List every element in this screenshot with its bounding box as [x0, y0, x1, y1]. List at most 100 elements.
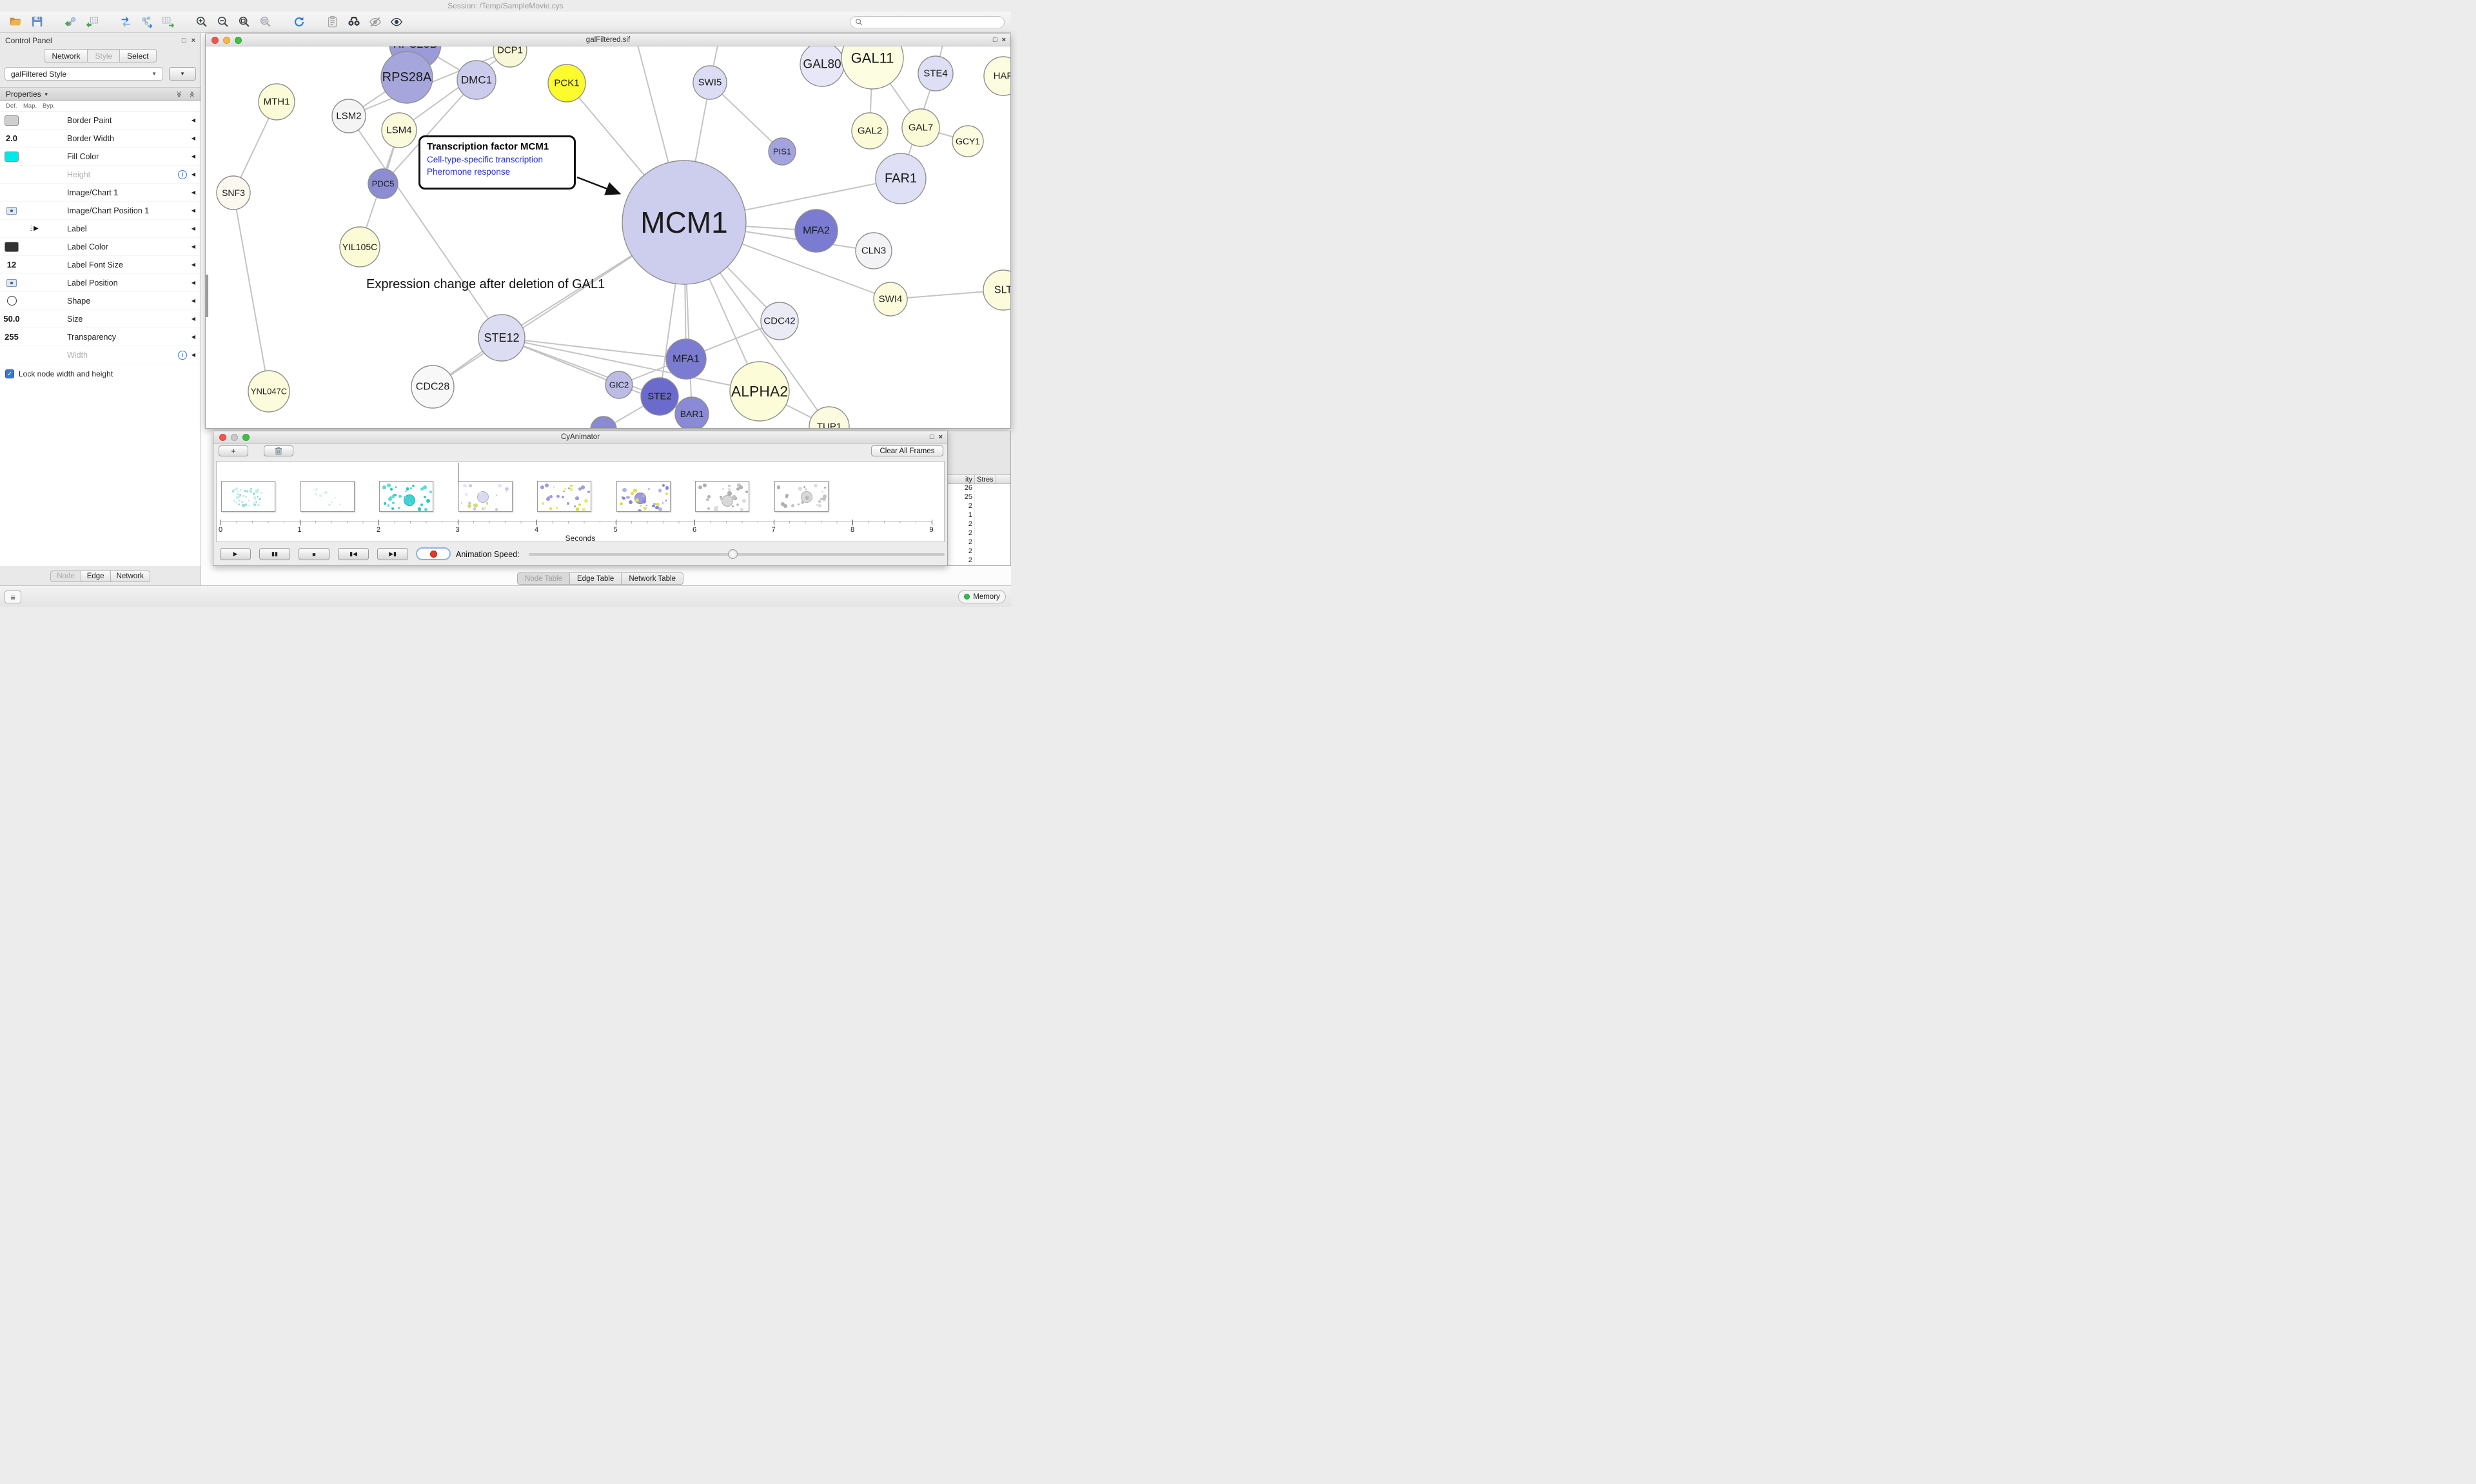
network-node-mth1[interactable]: MTH1 [258, 83, 295, 121]
network-node-gal80[interactable]: GAL80 [800, 46, 845, 87]
search-box[interactable] [850, 15, 1005, 28]
expand-arrow-icon[interactable]: ◀ [191, 334, 195, 340]
network-edge[interactable] [501, 337, 687, 360]
color-swatch[interactable] [5, 115, 19, 126]
expand-arrow-icon[interactable]: ◀ [191, 208, 195, 213]
zoom-traffic-light[interactable] [242, 434, 250, 441]
float-panel-icon[interactable]: □ [181, 36, 186, 44]
expand-arrow-icon[interactable]: ◀ [191, 298, 195, 304]
network-node-gal11[interactable]: GAL11 [841, 46, 904, 90]
paste-button[interactable] [323, 13, 342, 31]
property-row-shape[interactable]: Shape◀ [0, 292, 201, 310]
expand-arrow-icon[interactable]: ◀ [191, 316, 195, 322]
property-row-image-chart-position-1[interactable]: Image/Chart Position 1◀ [0, 202, 201, 220]
frame-thumbnail-6[interactable] [695, 481, 749, 512]
tab-select[interactable]: Select [120, 49, 157, 63]
network-edge[interactable] [398, 50, 511, 131]
network-node-alpha2[interactable]: ALPHA2 [729, 361, 790, 422]
expand-arrow-icon[interactable]: ◀ [191, 244, 195, 249]
network-node-gal7[interactable]: GAL7 [901, 108, 940, 147]
network-node-mfa2[interactable]: MFA2 [794, 209, 838, 253]
expand-arrow-icon[interactable]: ◀ [191, 135, 195, 141]
zoom-out-button[interactable] [213, 13, 233, 31]
play-button[interactable]: ▶ [220, 548, 251, 560]
color-swatch[interactable] [5, 151, 19, 162]
frame-thumbnail-5[interactable] [616, 481, 671, 512]
network-node-bar1[interactable]: BAR1 [674, 396, 709, 428]
network-node-mcm1[interactable]: MCM1 [622, 160, 747, 285]
network-node-cln3[interactable]: CLN3 [855, 232, 892, 269]
frame-thumbnail-4[interactable] [537, 481, 591, 512]
import-table-button[interactable] [83, 13, 102, 31]
network-node-rps28a[interactable]: RPS28A [380, 51, 433, 104]
network-node-slt2[interactable]: SLT [983, 269, 1010, 311]
network-node-ste2[interactable]: STE2 [640, 377, 679, 416]
zoom-fit-button[interactable] [235, 13, 254, 31]
tab-network[interactable]: Network [44, 49, 88, 63]
lock-size-checkbox[interactable]: ✓ [5, 369, 14, 378]
expand-arrow-icon[interactable]: ◀ [191, 280, 195, 286]
network-node-tup1[interactable]: TUP1 [809, 406, 850, 428]
frame-thumbnail-3[interactable] [458, 481, 513, 512]
frame-thumbnail-1[interactable] [300, 481, 355, 512]
open-session-button[interactable] [6, 13, 26, 31]
panel-tab-edge[interactable]: Edge [81, 571, 111, 582]
export-network-button[interactable] [137, 13, 157, 31]
search-network-button[interactable] [344, 13, 364, 31]
float-window-icon[interactable]: □ [992, 36, 997, 44]
annotation-link-1[interactable]: Cell-type-specific transcription [427, 155, 544, 164]
network-node-snf3[interactable]: SNF3 [216, 175, 251, 210]
table-row[interactable]: 2 [948, 556, 1010, 565]
network-node-unk1[interactable] [590, 416, 617, 428]
search-input[interactable] [866, 18, 999, 26]
network-node-far1[interactable]: FAR1 [875, 153, 927, 204]
network-edge[interactable] [382, 79, 477, 184]
network-node-ste12[interactable]: STE12 [478, 314, 526, 362]
tab-edge-table[interactable]: Edge Table [569, 572, 622, 585]
close-traffic-light[interactable] [219, 434, 226, 441]
expand-arrow-icon[interactable]: ◀ [191, 153, 195, 159]
expand-arrow-icon[interactable]: ◀ [191, 171, 195, 177]
panel-tab-network[interactable]: Network [110, 571, 150, 582]
properties-header[interactable]: Properties ▼ ≫ ≪ [0, 88, 201, 101]
close-window-icon[interactable]: × [1001, 36, 1006, 44]
table-row[interactable]: 1 [948, 511, 1010, 520]
tab-network-table[interactable]: Network Table [622, 572, 683, 585]
network-node-mfa1[interactable]: MFA1 [665, 338, 707, 380]
network-edge[interactable] [501, 337, 760, 392]
table-row[interactable]: 25 [948, 493, 1010, 502]
delete-frame-button[interactable] [264, 445, 293, 456]
panel-tab-node[interactable]: Node [50, 571, 81, 582]
collapse-all-icon[interactable]: ≪ [188, 90, 195, 98]
network-node-yil105c[interactable]: YIL105C [339, 226, 380, 268]
property-row-label-position[interactable]: Label Position◀ [0, 274, 201, 292]
tab-style[interactable]: Style [88, 49, 121, 63]
pause-button[interactable]: ▮▮ [259, 548, 290, 560]
refresh-view-button[interactable] [290, 13, 309, 31]
hide-details-button[interactable] [366, 13, 385, 31]
network-edge[interactable] [233, 192, 270, 392]
table-column-header-stres[interactable]: Stres [975, 475, 996, 483]
expand-all-icon[interactable]: ≫ [175, 90, 182, 98]
table-row[interactable]: 2 [948, 529, 1010, 538]
next-frame-button[interactable]: ▶▮ [377, 548, 408, 560]
add-frame-button[interactable]: + [219, 445, 248, 456]
network-node-hap[interactable]: HAP [983, 56, 1010, 96]
style-options-button[interactable]: ▼ [169, 67, 196, 81]
network-node-cdc42[interactable]: CDC42 [760, 302, 799, 340]
zoom-in-button[interactable] [192, 13, 211, 31]
expand-arrow-icon[interactable]: ◀ [191, 226, 195, 231]
network-node-pis1[interactable]: PIS1 [768, 137, 796, 166]
frame-thumbnail-2[interactable] [379, 481, 433, 512]
network-node-ste4[interactable]: STE4 [918, 55, 954, 92]
cyanimator-titlebar[interactable]: CyAnimator □ × [213, 431, 947, 444]
network-node-gal2[interactable]: GAL2 [851, 112, 889, 150]
record-button[interactable] [416, 547, 451, 560]
close-panel-icon[interactable]: × [191, 36, 195, 44]
show-details-button[interactable] [387, 13, 406, 31]
expand-arrow-icon[interactable]: ◀ [191, 352, 195, 358]
slider-thumb[interactable] [728, 549, 738, 559]
